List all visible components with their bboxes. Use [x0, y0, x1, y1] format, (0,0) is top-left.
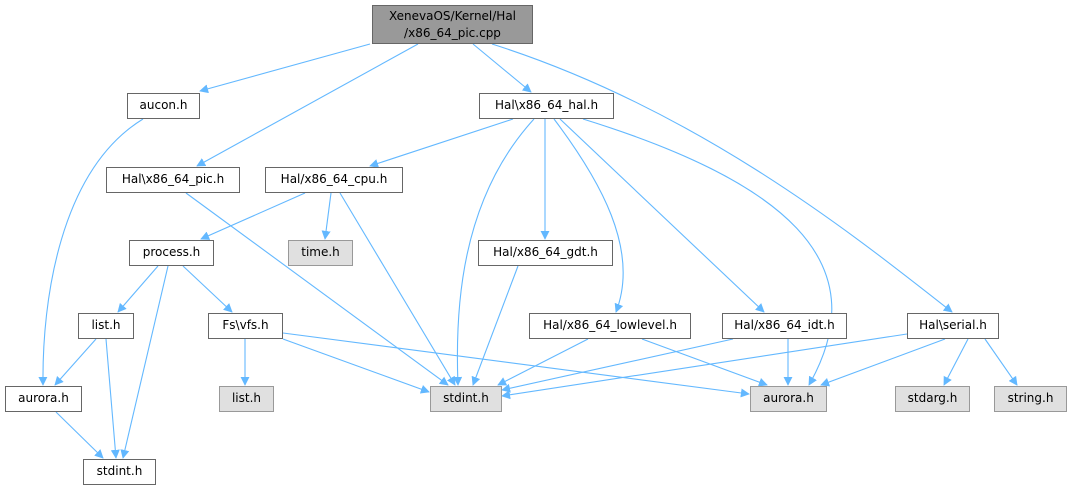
edge-lowlevel-to-aurora_r — [641, 338, 768, 387]
edge-serial-to-aurora_r — [820, 338, 946, 387]
node-string-h: string.h — [994, 386, 1067, 412]
edge-root-to-hal — [472, 43, 532, 93]
node-hal-x86-64-hal-h[interactable]: Hal\x86_64_hal.h — [479, 93, 614, 119]
node-hal-serial-h[interactable]: Hal\serial.h — [907, 313, 999, 339]
edge-hal-to-stdint_c — [453, 118, 535, 386]
node-hal-x86-64-pic-h[interactable]: Hal\x86_64_pic.h — [106, 167, 240, 193]
node-stdint-h-local[interactable]: stdint.h — [83, 459, 156, 485]
edge-lowlevel-to-stdint_c — [497, 338, 589, 386]
node-aucon-h[interactable]: aucon.h — [127, 93, 200, 119]
node-stdint-h-external: stdint.h — [430, 386, 502, 412]
node-list-h-external: list.h — [219, 386, 274, 412]
node-aurora-h-external: aurora.h — [750, 386, 827, 412]
edge-list-to-aurora_l — [54, 338, 97, 386]
edge-hal-to-idt — [559, 118, 765, 313]
edge-cpu-to-process — [200, 192, 306, 240]
edge-cpu-to-time — [321, 192, 332, 240]
edge-root-to-aucon — [199, 43, 371, 94]
root-file-path-line2: /x86_64_pic.cpp — [404, 26, 501, 40]
node-fs-vfs-h[interactable]: Fs\vfs.h — [208, 313, 283, 339]
edge-process-to-list — [117, 265, 159, 313]
edge-vfs-to-stdint_c — [282, 338, 430, 394]
edge-gdt-to-stdint_c — [471, 265, 519, 386]
root-file-path-line1: XenevaOS/Kernel/Hal — [388, 9, 517, 23]
edge-hal-to-cpu — [369, 118, 514, 168]
node-hal-x86-64-lowlevel-h[interactable]: Hal/x86_64_lowlevel.h — [529, 313, 691, 339]
node-hal-x86-64-cpu-h[interactable]: Hal/x86_64_cpu.h — [265, 167, 403, 193]
edge-vfs-to-aurora_r — [282, 332, 750, 398]
edge-aucon-to-aurora_l — [38, 118, 144, 386]
edge-process-to-stdint_b — [120, 265, 169, 459]
edge-process-to-vfs — [182, 265, 233, 313]
edge-serial-to-stdarg — [943, 338, 969, 386]
node-hal-x86-64-idt-h[interactable]: Hal/x86_64_idt.h — [722, 313, 847, 339]
node-root-file[interactable]: XenevaOS/Kernel/Hal /x86_64_pic.cpp — [372, 5, 533, 44]
edge-aurora_l-to-stdint_b — [55, 411, 104, 459]
node-aurora-h-local[interactable]: aurora.h — [5, 386, 82, 412]
node-hal-x86-64-gdt-h[interactable]: Hal/x86_64_gdt.h — [478, 240, 613, 266]
edge-serial-to-stdint_c — [501, 333, 908, 400]
node-stdarg-h: stdarg.h — [895, 386, 970, 412]
node-time-h: time.h — [288, 240, 353, 266]
edge-hal-to-lowlevel — [553, 118, 624, 313]
edge-root-to-serial — [491, 43, 953, 313]
edge-serial-to-string — [984, 338, 1018, 386]
edge-list-to-stdint_b — [105, 338, 120, 459]
node-process-h[interactable]: process.h — [129, 240, 214, 266]
edge-cpu-to-stdint_c — [339, 192, 456, 386]
edge-root-to-pic — [196, 43, 419, 167]
node-list-h[interactable]: list.h — [78, 313, 134, 339]
edge-pic-to-stdint_c — [185, 192, 449, 386]
edge-idt-to-stdint_c — [501, 338, 734, 393]
